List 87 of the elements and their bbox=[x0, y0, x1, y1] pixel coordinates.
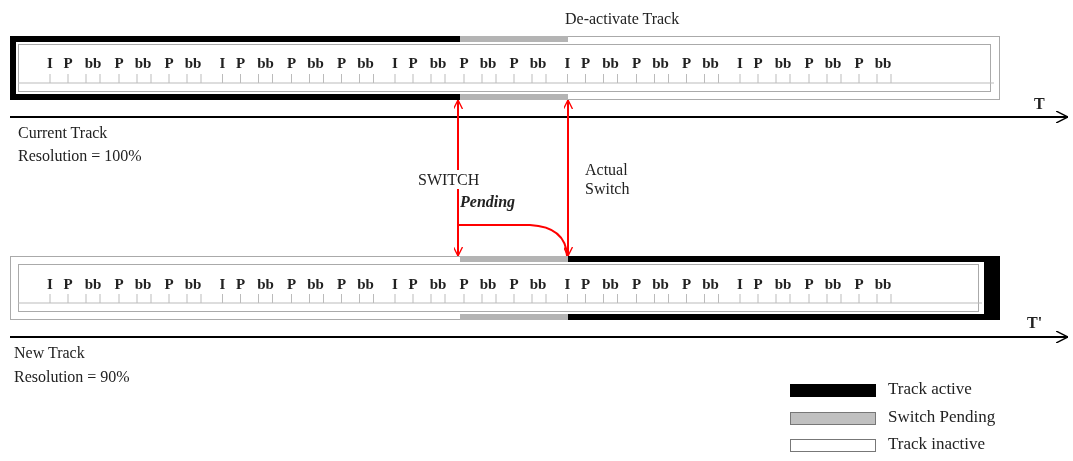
frame-type-label: P bbox=[580, 275, 591, 293]
frame-type-label: P bbox=[804, 275, 814, 293]
frame-type-label: bb bbox=[357, 54, 374, 72]
frame-type-label: bb bbox=[184, 54, 202, 72]
frame-type-label: bb bbox=[257, 275, 274, 293]
frame-type-label: P bbox=[580, 54, 591, 72]
frame-type-label: bb bbox=[429, 54, 447, 72]
annotation-text: Actual Switch bbox=[585, 160, 631, 199]
frame-type-label: bb bbox=[602, 275, 619, 293]
annotation-text: De-activate Track bbox=[565, 9, 680, 29]
frame-type-label: bb bbox=[652, 275, 669, 293]
frame-type-label: P bbox=[681, 54, 692, 72]
frame-type-label: bb bbox=[529, 54, 547, 72]
frame-type-label: bb bbox=[429, 275, 447, 293]
frame-type-label: bb bbox=[874, 54, 892, 72]
frame-type-label: P bbox=[336, 54, 347, 72]
frame-type-label: P bbox=[459, 54, 469, 72]
frame-type-label: P bbox=[408, 275, 418, 293]
frame-type-label: P bbox=[235, 54, 246, 72]
frame-type-label: bb bbox=[529, 275, 547, 293]
frame-type-label: bb bbox=[357, 275, 374, 293]
frame-type-label: P bbox=[114, 54, 124, 72]
frame-type-label: bb bbox=[307, 54, 324, 72]
frame-type-label: P bbox=[509, 54, 519, 72]
axis-label: T' bbox=[1027, 313, 1043, 333]
frame-type-label: P bbox=[408, 54, 418, 72]
frame-type-label: P bbox=[631, 275, 642, 293]
axis-label: T bbox=[1034, 94, 1045, 114]
frame-type-label: P bbox=[235, 275, 246, 293]
frame-type-label: I bbox=[219, 54, 226, 72]
frame-type-label: P bbox=[509, 275, 519, 293]
annotation-text: SWITCH bbox=[418, 170, 480, 190]
frame-type-label: P bbox=[681, 275, 692, 293]
frame-type-label: P bbox=[753, 275, 763, 293]
frame-type-label: P bbox=[459, 275, 469, 293]
frame-type-label: I bbox=[47, 54, 53, 72]
frame-type-label: bb bbox=[874, 275, 892, 293]
frame-type-label: bb bbox=[774, 54, 792, 72]
frame-type-label: I bbox=[392, 54, 398, 72]
frame-type-label: I bbox=[219, 275, 226, 293]
track-bar bbox=[10, 36, 1000, 100]
frame-type-label: I bbox=[737, 275, 743, 293]
frame-type-label: P bbox=[336, 275, 347, 293]
frame-type-label: bb bbox=[307, 275, 324, 293]
frame-type-label: I bbox=[564, 54, 571, 72]
frame-type-label: P bbox=[164, 54, 174, 72]
annotation-text: Resolution = 90% bbox=[14, 367, 130, 387]
annotation-text: Pending bbox=[460, 192, 516, 212]
frame-type-label: bb bbox=[824, 275, 842, 293]
legend-label: Track active bbox=[888, 379, 972, 400]
frame-type-label: P bbox=[114, 275, 124, 293]
arrow bbox=[562, 99, 574, 257]
frame-type-label: I bbox=[737, 54, 743, 72]
frame-type-label: bb bbox=[134, 275, 152, 293]
frame-type-label: bb bbox=[84, 275, 102, 293]
frame-type-label: P bbox=[286, 275, 297, 293]
frame-type-label: P bbox=[164, 275, 174, 293]
frame-type-label: P bbox=[631, 54, 642, 72]
frame-type-label: I bbox=[392, 275, 398, 293]
frame-type-label: bb bbox=[774, 275, 792, 293]
frame-type-label: bb bbox=[602, 54, 619, 72]
frame-type-label: bb bbox=[824, 54, 842, 72]
legend-label: Switch Pending bbox=[888, 406, 996, 427]
frame-type-label: bb bbox=[84, 54, 102, 72]
annotation-text: Current Track bbox=[18, 123, 108, 143]
arrow bbox=[452, 99, 464, 257]
frame-type-label: bb bbox=[702, 54, 719, 72]
frame-type-label: bb bbox=[702, 275, 719, 293]
frame-type-label: I bbox=[47, 275, 53, 293]
frame-type-label: bb bbox=[134, 54, 152, 72]
annotation-text: New Track bbox=[14, 343, 85, 363]
frame-type-label: I bbox=[564, 275, 571, 293]
frame-type-label: P bbox=[753, 54, 763, 72]
frame-type-label: P bbox=[286, 54, 297, 72]
frame-type-label: P bbox=[63, 54, 73, 72]
frame-type-label: bb bbox=[257, 54, 274, 72]
frame-type-label: P bbox=[804, 54, 814, 72]
frame-type-label: P bbox=[63, 275, 73, 293]
frame-type-label: bb bbox=[652, 54, 669, 72]
frame-type-label: bb bbox=[479, 54, 497, 72]
annotation-text: Resolution = 100% bbox=[18, 146, 142, 166]
frame-type-label: bb bbox=[184, 275, 202, 293]
track-bar bbox=[10, 256, 1000, 320]
frame-type-label: bb bbox=[479, 275, 497, 293]
legend-label: Track inactive bbox=[888, 434, 986, 455]
frame-type-label: P bbox=[854, 54, 864, 72]
frame-type-label: P bbox=[854, 275, 864, 293]
